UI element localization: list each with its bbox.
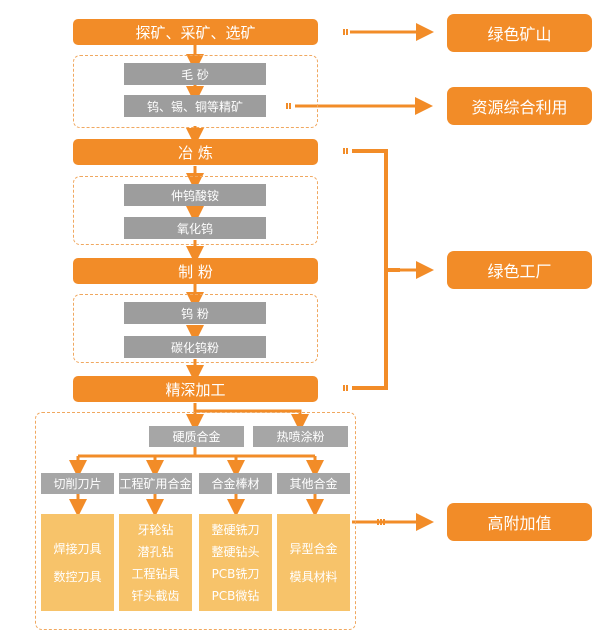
category-alloy-rods: 合金棒材 (199, 473, 272, 494)
product-item: 潜孔钻 (137, 544, 174, 559)
stage-concentrate: 钨、锡、铜等精矿 (124, 95, 266, 117)
product-item: PCB微钻 (211, 588, 260, 603)
stage-apt: 仲钨酸铵 (124, 184, 266, 206)
stage-tungsten-powder: 钨 粉 (124, 302, 266, 324)
products-other-alloy: 异型合金 模具材料 (277, 514, 350, 611)
dash-mark (377, 519, 379, 525)
product-item: 数控刀具 (53, 569, 102, 584)
factory-bracket (352, 149, 388, 390)
label-green-mine: 绿色矿山 (447, 14, 592, 52)
dash-mark (346, 29, 348, 35)
dash-mark (380, 519, 382, 525)
products-alloy-rods: 整硬铣刀 整硬钻头 PCB铣刀 PCB微钻 (199, 514, 272, 611)
stage-crude-sand: 毛 砂 (124, 63, 266, 85)
stage-deep-processing: 精深加工 (73, 376, 318, 402)
dash-mark (343, 148, 345, 154)
product-item: PCB铣刀 (211, 566, 260, 581)
stage-mining: 探矿、采矿、选矿 (73, 19, 318, 45)
dash-mark (346, 385, 348, 391)
category-mining-alloy: 工程矿用合金 (119, 473, 192, 494)
products-cutting-inserts: 焊接刀具 数控刀具 (41, 514, 114, 611)
stage-tungsten-oxide: 氧化钨 (124, 217, 266, 239)
dash-mark (383, 519, 385, 525)
group-deep-processing (35, 412, 356, 630)
products-mining-alloy: 牙轮钻 潜孔钻 工程钻具 钎头截齿 (119, 514, 192, 611)
category-cutting-inserts: 切削刀片 (41, 473, 114, 494)
dash-mark (343, 385, 345, 391)
flow-arrow (195, 409, 309, 432)
group-mining-products (73, 55, 318, 128)
hard-alloy: 硬质合金 (149, 426, 244, 447)
dash-mark (289, 103, 291, 109)
product-item: 整硬钻头 (211, 544, 260, 559)
dash-mark (286, 103, 288, 109)
label-resource-utilization: 资源综合利用 (447, 87, 592, 125)
stage-tungsten-carbide-powder: 碳化钨粉 (124, 336, 266, 358)
dash-mark (343, 29, 345, 35)
product-item: 异型合金 (289, 541, 338, 556)
product-item: 牙轮钻 (137, 522, 174, 537)
dash-mark (346, 148, 348, 154)
label-green-factory: 绿色工厂 (447, 251, 592, 289)
label-high-value-added: 高附加值 (447, 503, 592, 541)
group-smelting-products (73, 176, 318, 245)
product-item: 模具材料 (289, 569, 338, 584)
product-item: 整硬铣刀 (211, 522, 260, 537)
group-powder-products (73, 294, 318, 363)
product-item: 钎头截齿 (131, 588, 180, 603)
stage-powder-making: 制 粉 (73, 258, 318, 284)
product-item: 焊接刀具 (53, 541, 102, 556)
product-item: 工程钻具 (131, 566, 180, 581)
thermal-spray-powder: 热喷涂粉 (253, 426, 348, 447)
stage-smelting: 冶 炼 (73, 139, 318, 165)
category-other-alloy: 其他合金 (277, 473, 350, 494)
